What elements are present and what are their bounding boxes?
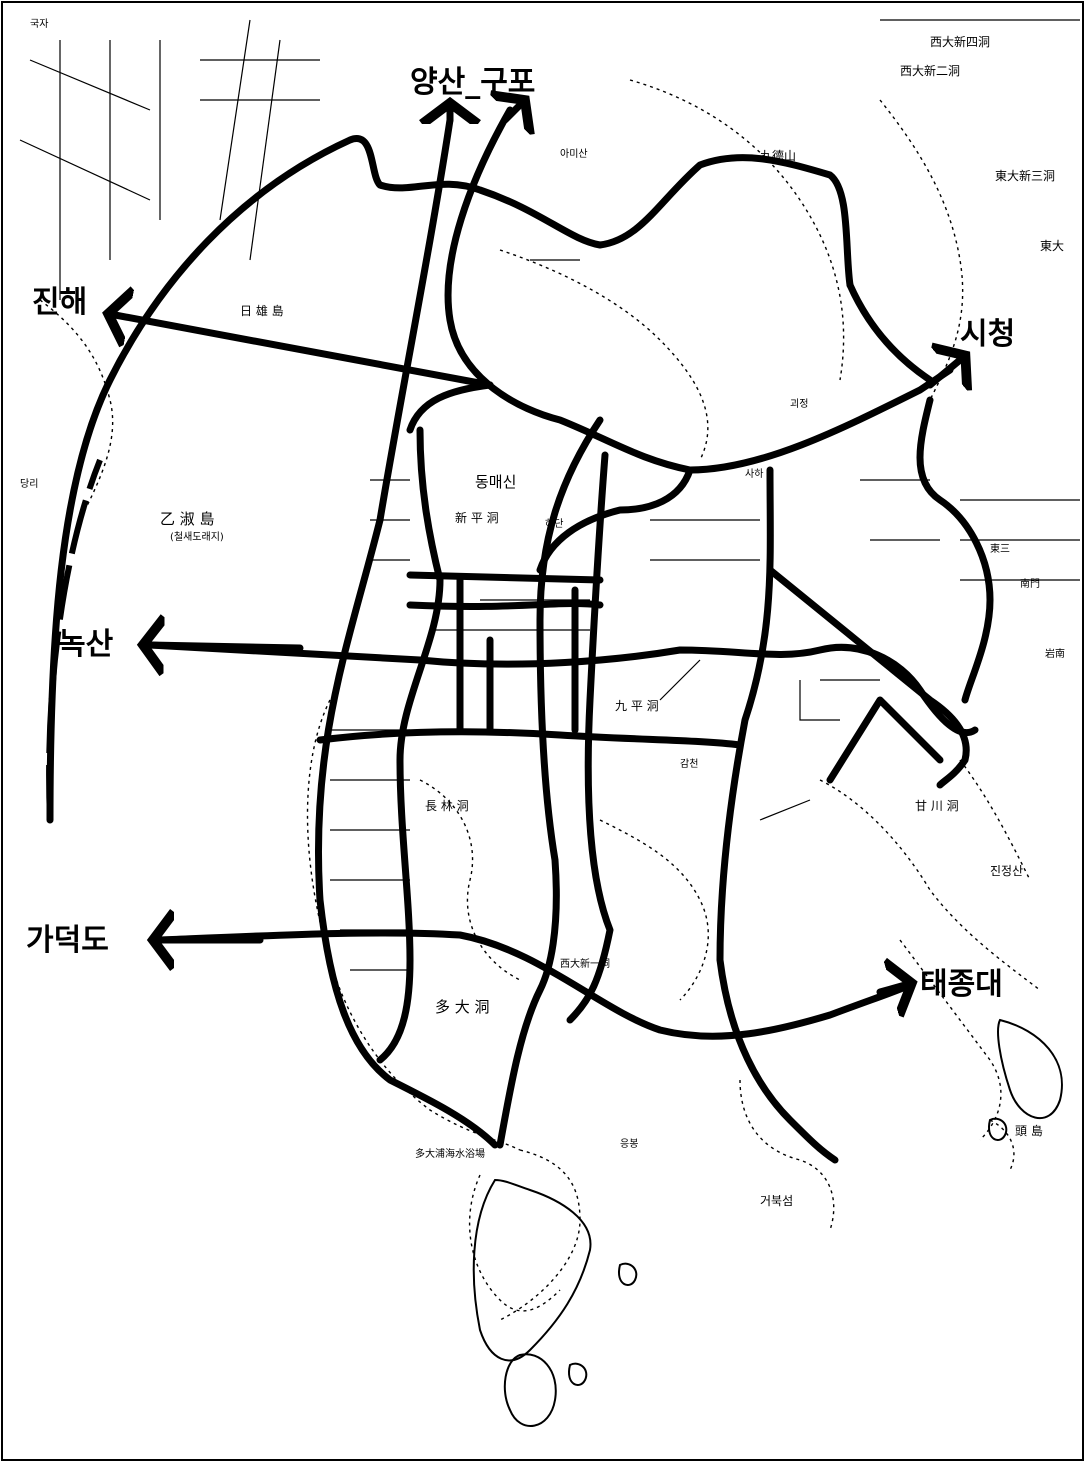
road-center-ns xyxy=(566,451,614,1024)
road-west-trunk xyxy=(314,116,499,1149)
dest-siga: 시청 xyxy=(960,317,1016,352)
road-south-peninsula xyxy=(496,416,604,1149)
arrow-jinhae xyxy=(115,315,494,389)
road-north-ew xyxy=(406,571,604,610)
place-sinpyeong: 新 平 洞 xyxy=(455,511,499,525)
place-gamcheon2: 甘 川 洞 xyxy=(915,799,959,813)
place-amnam: 岩南 xyxy=(1045,649,1065,660)
place-nammun: 南門 xyxy=(1020,579,1040,590)
place-seodaesin4: 西大新四洞 xyxy=(930,35,991,49)
place-jangnim: 長 林 洞 xyxy=(425,799,469,813)
road-network xyxy=(46,106,994,1164)
place-gudeoksan: 九德山 xyxy=(760,149,797,163)
dest-taejongdae: 태종대 xyxy=(920,967,1003,1002)
dest-jinhae: 진해 xyxy=(32,285,88,320)
place-hasin: 동매신 xyxy=(475,473,517,491)
road-east-ns xyxy=(716,466,839,1164)
place-dusong: 頭 島 xyxy=(1015,1124,1043,1138)
place-gamcheon: 감천 xyxy=(680,759,699,770)
place-hadan: 하단 xyxy=(545,519,564,530)
road-connector xyxy=(536,466,694,574)
arrow-taejongdae xyxy=(876,985,905,992)
place-amisan: 아미산 xyxy=(560,149,588,160)
island-large xyxy=(472,1178,592,1362)
road-north-trunk xyxy=(444,106,954,474)
place-dongdaesin-east: 東大 xyxy=(1040,239,1065,253)
arrow-routes xyxy=(115,105,960,992)
place-gukja: 국자 xyxy=(30,19,49,30)
road-south-ew xyxy=(156,929,914,1040)
dest-noksan: 녹산 xyxy=(58,627,114,662)
place-gupyeong: 九 平 洞 xyxy=(615,699,659,713)
arrow-noksan xyxy=(150,645,304,648)
arrow-gupo xyxy=(505,105,520,120)
coastline-layer xyxy=(39,79,1041,1321)
planned-route-layer xyxy=(46,458,103,821)
place-geobukseom: 거북섬 xyxy=(760,1194,794,1208)
road-east-coast xyxy=(846,281,994,704)
island-east xyxy=(997,1018,1063,1120)
road-southeast-diag xyxy=(826,696,944,784)
place-dadaepo-beach: 多大浦海水浴場 xyxy=(415,1149,485,1160)
place-seodaesin2: 西大新二洞 xyxy=(900,64,961,78)
dest-yangsan-gupo: 양산_구포 xyxy=(410,65,536,100)
place-eulsukdo: 乙 淑 島 xyxy=(160,510,215,528)
island-head xyxy=(988,1117,1008,1141)
place-jinjeongsan: 진정산 xyxy=(990,864,1024,878)
road-second-ew xyxy=(316,728,744,749)
island-small-2 xyxy=(503,1353,557,1427)
road-parallel xyxy=(456,576,579,734)
road-west-loop xyxy=(46,135,854,824)
islands-layer xyxy=(472,1018,1063,1427)
road-inner-west xyxy=(376,381,494,1064)
island-small-1 xyxy=(618,1262,638,1286)
road-east-ramp xyxy=(766,566,970,789)
place-saha: 사하 xyxy=(745,469,764,480)
arrow-siga xyxy=(926,360,960,385)
place-eungbong: 응봉 xyxy=(620,1139,639,1150)
place-dongdaesin3: 東大新三洞 xyxy=(995,169,1056,183)
place-ilwoong: 日 雄 島 xyxy=(240,304,284,318)
place-goejeong: 괴정 xyxy=(790,399,809,410)
dest-gadeokdo: 가덕도 xyxy=(26,923,109,958)
place-eulsukdo-note: (철새도래지) xyxy=(170,532,224,543)
island-small-3 xyxy=(568,1362,588,1386)
road-main-ew xyxy=(146,641,979,737)
place-dongsam: 東三 xyxy=(990,544,1010,555)
place-dadae: 多 大 洞 xyxy=(435,998,490,1016)
place-seodaesin1: 西大新一洞 xyxy=(560,959,610,970)
place-danggni: 당리 xyxy=(20,479,39,490)
